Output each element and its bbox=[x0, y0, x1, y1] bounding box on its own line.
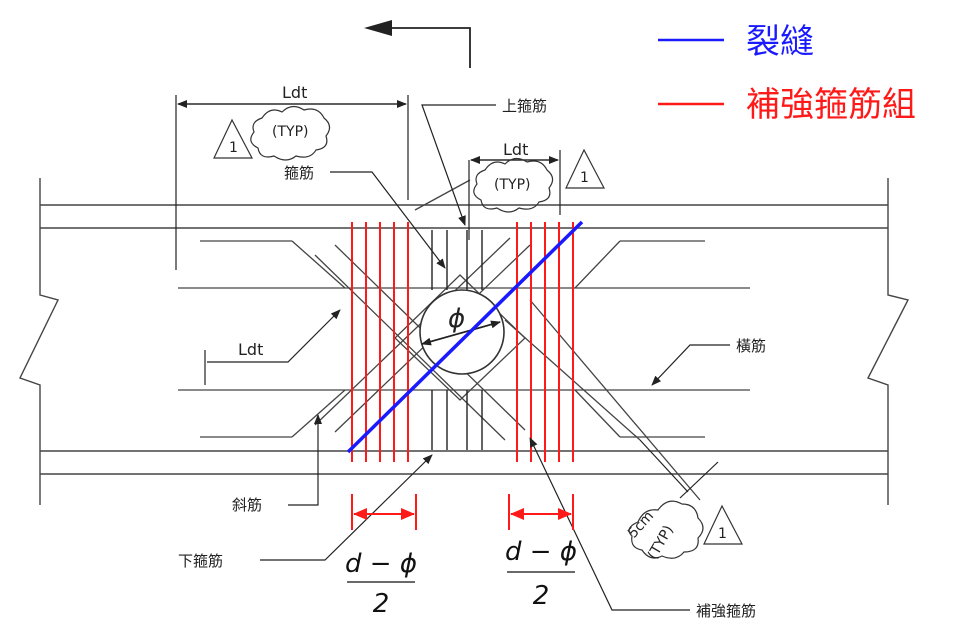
top-stirrup-label: 上箍筋 bbox=[502, 97, 547, 115]
formula-right: d − ϕ 2 bbox=[505, 537, 577, 611]
spacing-dimension-left bbox=[351, 494, 417, 530]
opening-diameter-symbol: ϕ bbox=[448, 304, 465, 334]
leader-lines bbox=[260, 104, 730, 611]
spacing-dimension-right bbox=[508, 494, 574, 530]
reinforcing-stirrup-label: 補強箍筋 bbox=[696, 602, 756, 620]
longitudinal-bars bbox=[178, 240, 750, 438]
dimension-ldt-center bbox=[468, 150, 561, 240]
typ-label-1: (TYP) bbox=[272, 124, 308, 140]
formula-left: d − ϕ 2 bbox=[345, 549, 417, 619]
existing-stirrups bbox=[431, 230, 483, 450]
transverse-bar-label: 橫筋 bbox=[736, 337, 766, 355]
formula-left-denominator: 2 bbox=[373, 589, 390, 619]
beam-outline bbox=[19, 178, 910, 505]
five-cm-label: 5cm bbox=[625, 508, 657, 541]
legend-crack-label: 裂縫 bbox=[746, 22, 814, 62]
formula-right-numerator: d − ϕ bbox=[505, 537, 577, 567]
typ-label-2: (TYP) bbox=[494, 177, 530, 193]
direction-arrow bbox=[364, 20, 471, 68]
dimension-5cm bbox=[639, 439, 719, 499]
legend-rebar-label: 補強箍筋組 bbox=[746, 85, 916, 125]
opening-frame bbox=[394, 274, 526, 401]
circular-opening: ϕ bbox=[419, 289, 505, 375]
svg-text:1: 1 bbox=[718, 526, 727, 542]
revision-triangle-1: 1 bbox=[213, 118, 253, 159]
formula-right-denominator: 2 bbox=[533, 581, 550, 611]
typ-cloud-3 bbox=[628, 500, 704, 559]
revision-triangle-2: 1 bbox=[565, 148, 605, 189]
reinforcing-stirrups-left bbox=[351, 222, 409, 462]
dimension-ldt-top bbox=[175, 95, 409, 270]
svg-text:1: 1 bbox=[229, 140, 238, 156]
formula-left-numerator: d − ϕ bbox=[345, 549, 417, 579]
bottom-stirrup-label: 下箍筋 bbox=[178, 552, 223, 570]
typ-cloud-1 bbox=[250, 105, 331, 161]
svg-text:1: 1 bbox=[580, 170, 589, 186]
ldt-left-label: Ldt bbox=[238, 340, 263, 359]
stirrup-label: 箍筋 bbox=[284, 164, 314, 182]
diagonal-bar-label: 斜筋 bbox=[232, 496, 262, 514]
typ-label-3: (TYP) bbox=[645, 523, 677, 563]
crack-line bbox=[346, 220, 584, 454]
legend: 裂縫 補強箍筋組 bbox=[658, 22, 916, 125]
revision-triangle-3: 1 bbox=[703, 504, 743, 545]
typ-cloud-2 bbox=[473, 157, 554, 213]
reinforcing-stirrups-right bbox=[516, 222, 574, 462]
ldt-center-label: Ldt bbox=[503, 140, 528, 159]
ldt-top-label: Ldt bbox=[282, 83, 307, 102]
dimension-ldt-left bbox=[204, 309, 341, 385]
